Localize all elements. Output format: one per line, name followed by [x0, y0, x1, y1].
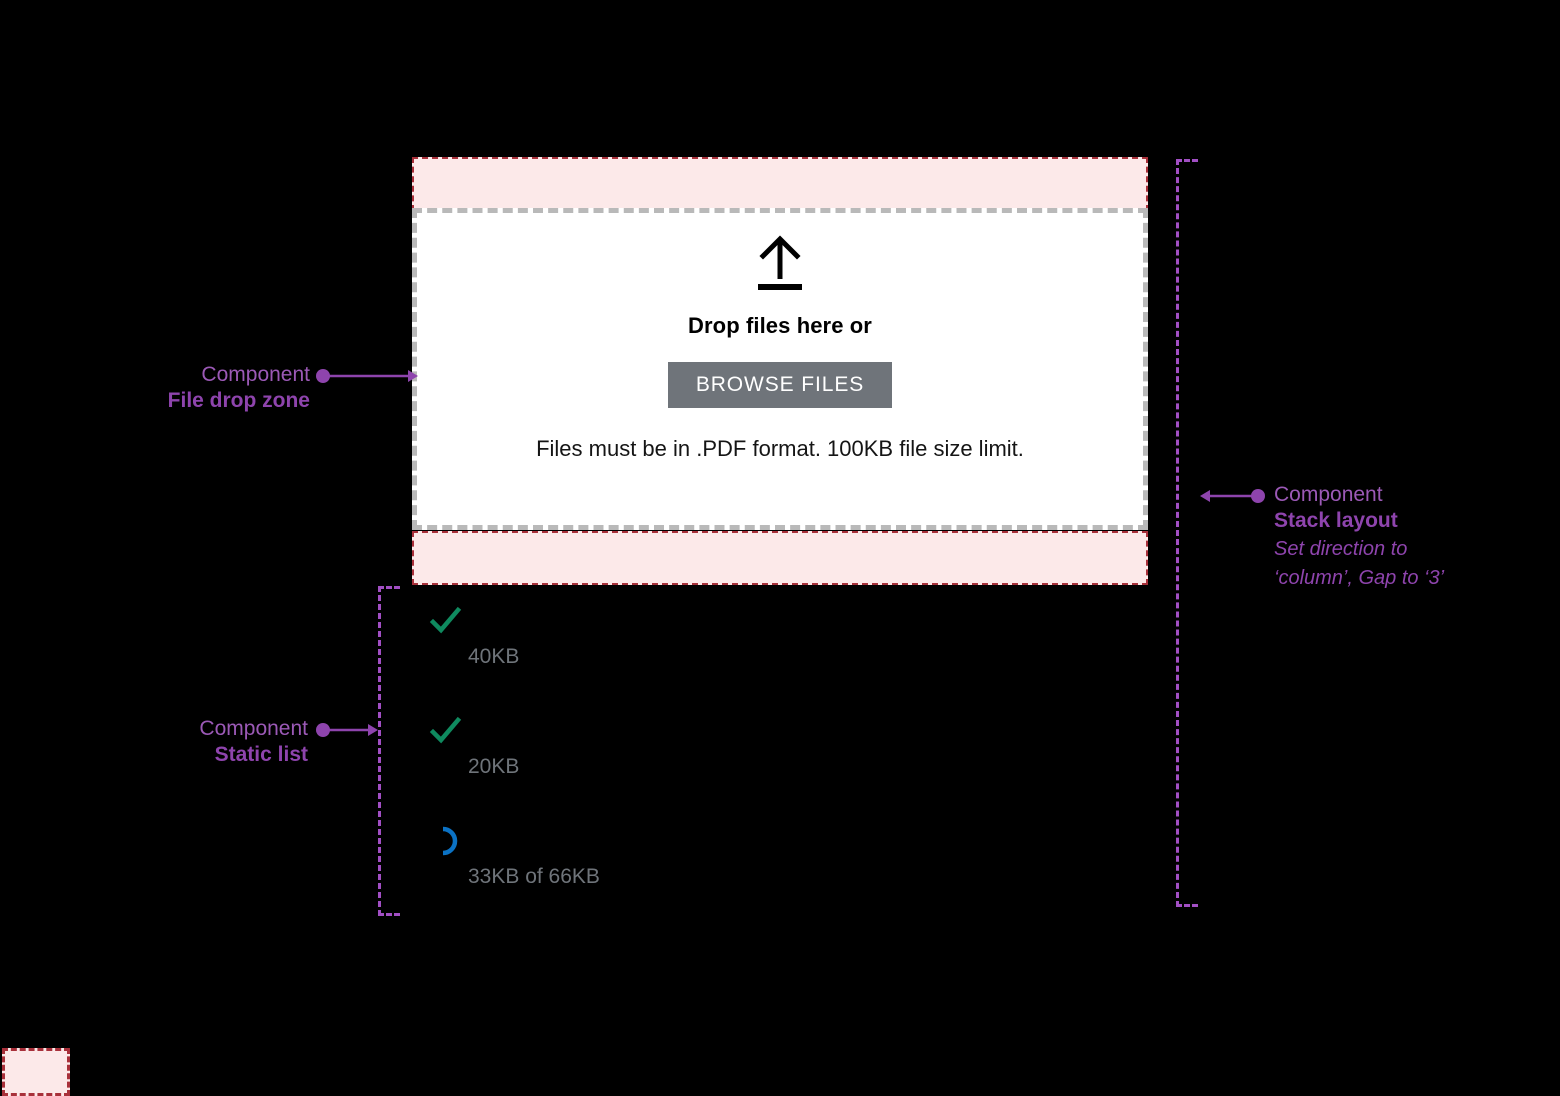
file-size-text: 20KB [468, 755, 520, 778]
upload-arrow-icon [758, 235, 802, 290]
stack-layout-guide-top [1176, 159, 1198, 162]
annotation-kicker: Component [199, 717, 308, 740]
file-size-text: 40KB [468, 645, 520, 668]
annotation-connector-static-list [316, 723, 378, 737]
annotation-title: Stack layout [1274, 509, 1398, 533]
annotation-kicker: Component [201, 363, 310, 386]
static-list-guide-top [378, 586, 400, 589]
list-item[interactable]: 20KB [424, 710, 924, 820]
gap-spacing-band-bottom [412, 531, 1148, 585]
annotation-title: File drop zone [167, 389, 310, 413]
annotation-title: Static list [214, 743, 308, 767]
annotation-static-list: Component Static list [60, 716, 308, 769]
annotation-stack-layout: Component Stack layout Set direction to … [1274, 482, 1544, 593]
annotation-note-line-2: ‘column’, Gap to ‘3’ [1274, 566, 1445, 589]
stack-layout-guide-bottom [1176, 904, 1198, 907]
static-list-guide-line [378, 586, 381, 916]
check-icon [428, 604, 462, 638]
file-drop-zone[interactable]: Drop files here or BROWSE FILES Files mu… [412, 208, 1148, 530]
annotation-file-drop-zone: Component File drop zone [60, 362, 310, 415]
file-size-text: 33KB of 66KB [468, 865, 600, 888]
static-list: 40KB 20KB 33KB of 66KB [424, 600, 924, 930]
spinner-icon [428, 824, 462, 858]
spacing-legend-swatch [2, 1048, 70, 1096]
list-item[interactable]: 33KB of 66KB [424, 820, 924, 930]
static-list-guide-bottom [378, 913, 400, 916]
annotation-kicker: Component [1274, 483, 1383, 506]
annotation-note-line-1: Set direction to [1274, 537, 1408, 560]
drop-zone-headline: Drop files here or [688, 313, 872, 338]
drop-zone-hint-text: Files must be in .PDF format. 100KB file… [536, 436, 1024, 461]
annotation-connector-drop-zone [316, 369, 418, 383]
browse-files-button[interactable]: BROWSE FILES [667, 362, 893, 408]
stack-layout-guide-line [1176, 159, 1179, 907]
annotation-connector-stack-layout [1200, 489, 1265, 503]
stack-layout-container [412, 157, 1148, 585]
check-icon [428, 714, 462, 748]
gap-spacing-band-top [412, 157, 1148, 211]
list-item[interactable]: 40KB [424, 600, 924, 710]
